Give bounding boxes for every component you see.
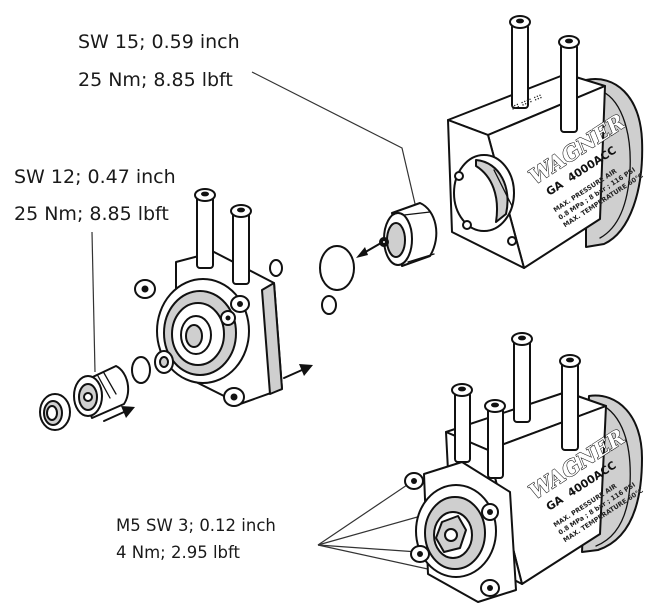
callout-left-fitting-size: SW 12; 0.47 inch — [14, 166, 176, 188]
gun-body-top: ::: :::: ::: WAGNER GA 4000ACC MAX. PRES… — [447, 15, 645, 269]
callout-left-fitting-torque: 25 Nm; 8.85 lbft — [14, 203, 169, 225]
flange-assembly — [134, 188, 283, 407]
flange-bolt-bottom — [223, 387, 245, 407]
leader-screw-1 — [317, 482, 411, 546]
gun-bottom-screw-2 — [487, 407, 504, 479]
direction-arrow-left — [103, 406, 135, 422]
leader-screw-3 — [317, 544, 419, 553]
washers-middle — [131, 350, 174, 384]
nozzle-fitting-top — [379, 202, 438, 267]
callout-flange-screws-size: M5 SW 3; 0.12 inch — [116, 516, 276, 535]
callout-left-fitting: SW 12; 0.47 inch 25 Nm; 8.85 lbft — [14, 166, 176, 225]
callout-top-fitting-size: SW 15; 0.59 inch — [78, 31, 240, 53]
gun-body-bottom: WAGNER GA 4000ACC MAX. PRESSURE AIR 0.8 … — [404, 332, 645, 603]
gun-top-screw-2 — [560, 43, 578, 133]
callout-top-fitting-torque: 25 Nm; 8.85 lbft — [78, 69, 233, 91]
flange-screw-bottom-right — [480, 579, 500, 597]
gun-bottom-screw-4 — [561, 361, 579, 451]
direction-arrow-middle — [283, 364, 313, 379]
flange-screw-2 — [232, 211, 250, 285]
gun-bottom-screw-3 — [513, 339, 531, 423]
callout-flange-screws: M5 SW 3; 0.12 inch 4 Nm; 2.95 lbft — [116, 516, 276, 562]
gun-bottom-screw-1 — [454, 391, 471, 463]
leader-screw-2 — [317, 513, 429, 546]
gun-top-screw-1 — [511, 23, 529, 109]
flange-screw-bottom-left — [410, 545, 430, 563]
flange-bolt-right — [230, 295, 250, 313]
flange-screw-1 — [196, 195, 214, 269]
callout-flange-screws-torque: 4 Nm; 2.95 lbft — [116, 543, 241, 562]
o-rings-top — [269, 245, 355, 315]
leader-lines — [91, 71, 488, 583]
flange-bolt-inner — [220, 310, 236, 326]
flange-screw-top-left — [404, 472, 424, 490]
callout-top-fitting: SW 15; 0.59 inch 25 Nm; 8.85 lbft — [78, 31, 240, 91]
leader-top-fitting — [251, 71, 417, 209]
leader-left-fitting — [91, 231, 96, 373]
o-ring-small — [321, 295, 337, 315]
o-ring-tiny — [269, 259, 283, 277]
direction-arrow-top — [356, 242, 382, 258]
flange-screw-top-right — [481, 503, 499, 521]
nozzle-fitting-left — [73, 365, 130, 419]
flange-bolt-left — [134, 279, 156, 299]
o-ring-large — [319, 245, 355, 291]
end-cap-left — [39, 393, 71, 431]
washer-1 — [131, 356, 151, 384]
